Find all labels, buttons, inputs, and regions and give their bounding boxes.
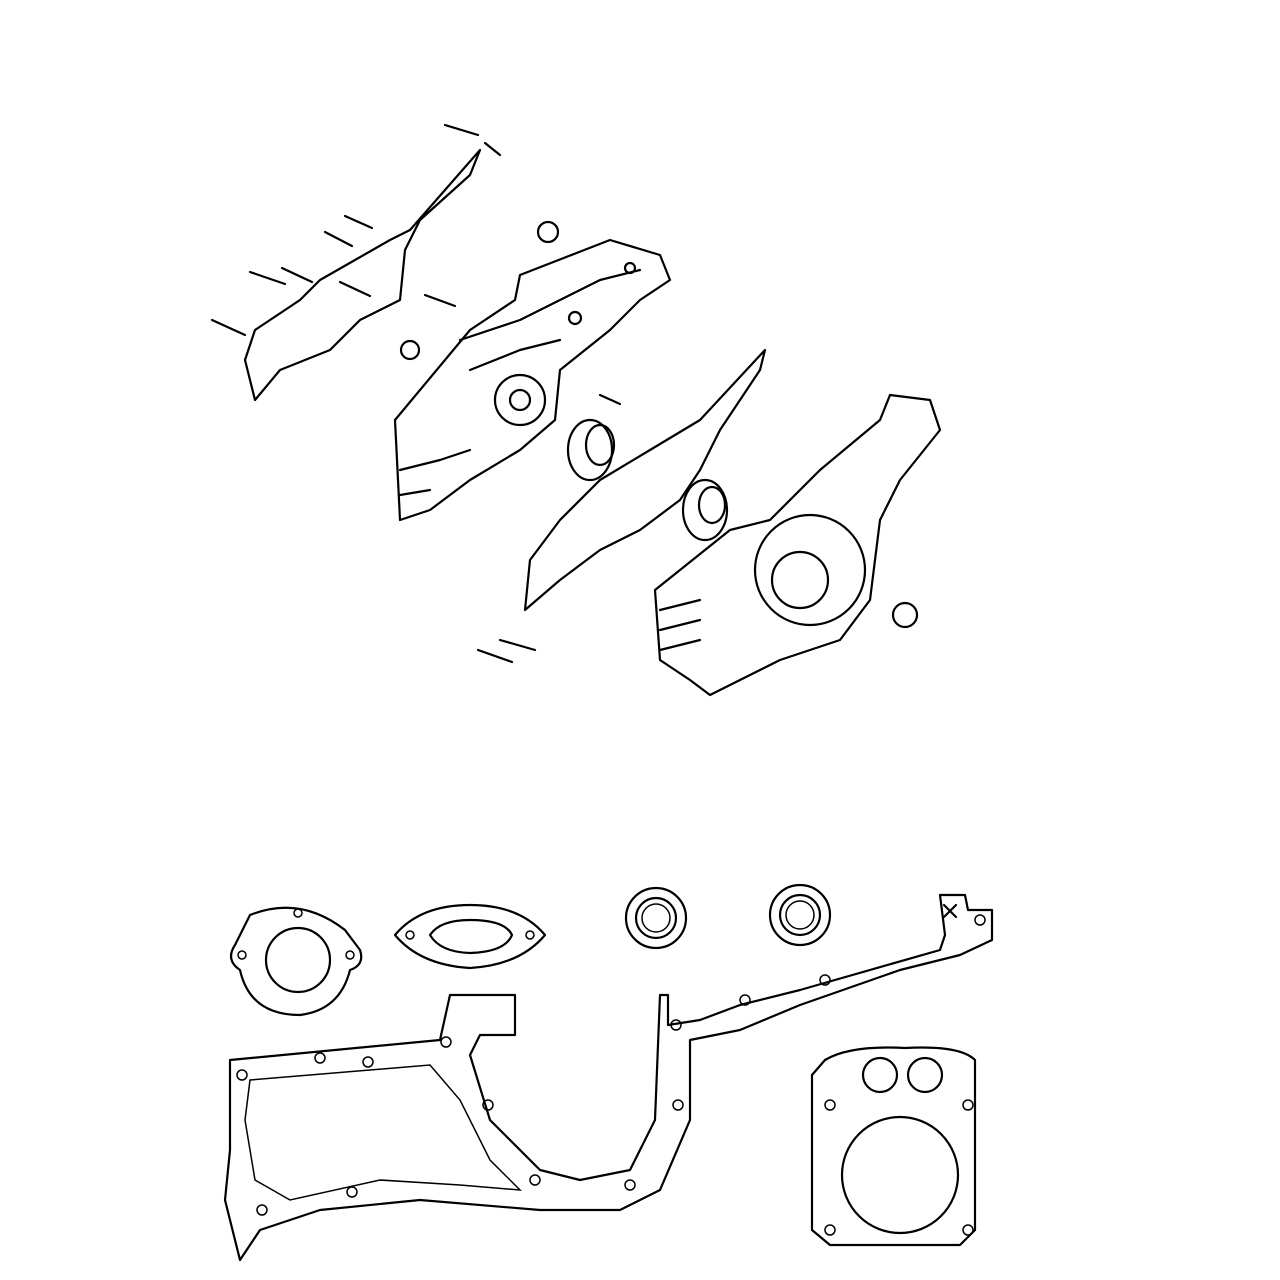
gasket-round <box>229 906 363 1017</box>
crankcase-half-right <box>653 393 942 697</box>
seal-ring-2 <box>768 883 832 947</box>
seal-small-left <box>399 339 421 361</box>
bearing-right <box>681 478 729 542</box>
screws <box>210 123 622 664</box>
cover-gasket-left <box>243 148 482 402</box>
crankcase-half-left <box>393 238 672 522</box>
gasket-set <box>223 883 994 1262</box>
bearing-left <box>566 418 616 482</box>
cover-gasket-middle <box>523 348 767 612</box>
gasket-oval <box>393 903 547 970</box>
exploded-crankcase-assembly <box>210 123 942 697</box>
seal-small-right <box>891 601 919 629</box>
nut-top <box>536 220 560 244</box>
gasket-cylinder <box>810 1046 977 1247</box>
gasket-crankcase <box>223 893 994 1262</box>
seal-ring-1 <box>624 886 688 950</box>
